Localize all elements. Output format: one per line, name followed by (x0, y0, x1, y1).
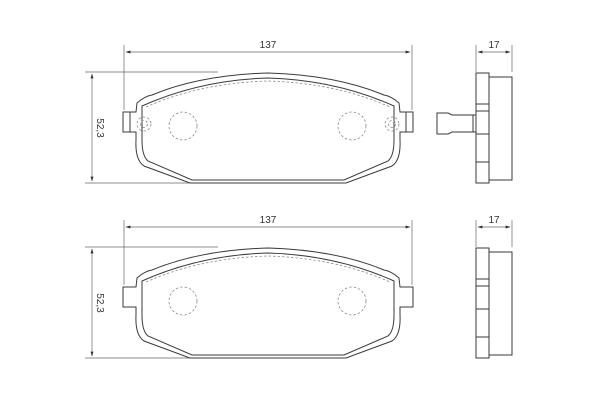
top-pad-front-view: 137 52,3 (85, 40, 414, 184)
width-label: 137 (260, 215, 277, 226)
piston-circle-right (337, 111, 367, 141)
thickness-label: 17 (488, 215, 500, 226)
piston-circle-left (168, 286, 198, 316)
clip-hole-right-icon (384, 116, 400, 132)
clip-hole-left-icon (136, 116, 152, 132)
piston-circle-left (168, 111, 198, 141)
height-label: 52,3 (94, 118, 105, 138)
bottom-pad-side-view: 17 (475, 215, 513, 359)
height-label: 52,3 (94, 293, 105, 313)
width-label: 137 (260, 40, 277, 51)
thickness-label: 17 (488, 40, 500, 51)
top-pad-side-view: 17 (436, 40, 513, 184)
bottom-pad-front-view: 137 52,3 (85, 215, 414, 359)
side-clip-icon (436, 112, 476, 135)
piston-circle-right (337, 286, 367, 316)
